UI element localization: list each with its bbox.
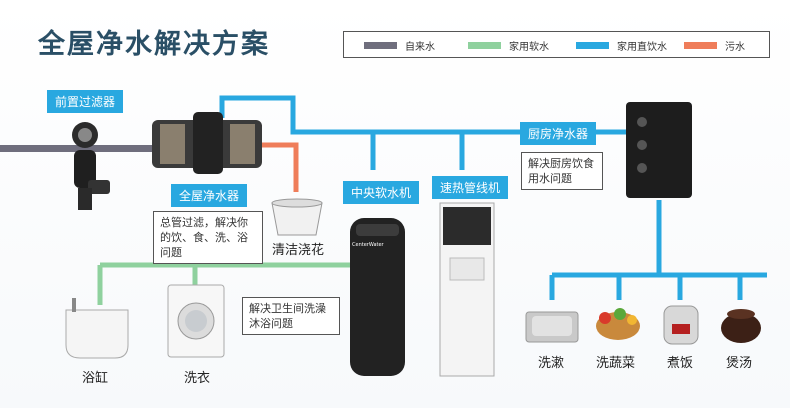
legend: 自来水 家用软水 家用直饮水 污水 — [343, 31, 770, 58]
vegetables-label: 洗蔬菜 — [596, 356, 636, 371]
drinking-water-pipe — [219, 95, 767, 300]
quick-heat-device — [439, 202, 495, 377]
central-softener-label: 中央软水机 — [343, 181, 420, 204]
rinse-label: 洗漱 — [538, 356, 565, 371]
legend-label: 家用直饮水 — [617, 42, 667, 53]
kitchen-purifier-label: 厨房净水器 — [520, 122, 597, 145]
bathtub — [65, 298, 129, 359]
legend-label: 自来水 — [405, 42, 435, 53]
kitchen-purifier-device — [626, 102, 692, 198]
watering-basin — [271, 198, 323, 236]
wastewater-pipe — [262, 142, 299, 192]
page-title: 全屋净水解决方案 — [38, 29, 270, 60]
rice-label: 煮饭 — [667, 356, 694, 371]
pre-filter-device — [72, 122, 110, 210]
quick-heat-label: 速热管线机 — [432, 176, 509, 199]
legend-swatch — [684, 42, 717, 49]
whole-house-purifier-device — [152, 112, 262, 174]
soup-label: 煲汤 — [726, 356, 753, 371]
soft-water-pipe — [97, 262, 368, 305]
legend-item-waste: 污水 — [684, 38, 745, 53]
legend-item-soft: 家用软水 — [468, 38, 549, 53]
washer-label: 洗衣 — [184, 371, 211, 386]
legend-swatch — [364, 42, 397, 49]
vegetable-basket — [596, 308, 640, 340]
legend-item-tap: 自来水 — [364, 38, 435, 53]
legend-swatch — [468, 42, 501, 49]
pre-filter-label: 前置过滤器 — [47, 90, 124, 113]
legend-swatch — [576, 42, 609, 49]
legend-label: 家用软水 — [509, 42, 549, 53]
whole-house-note: 总管过滤，解决你的饮、食、洗、浴问题 — [153, 211, 263, 264]
whole-house-label: 全屋净水器 — [171, 184, 248, 207]
bathtub-label: 浴缸 — [82, 371, 109, 386]
brand-logo: CenterWater — [352, 242, 384, 248]
legend-label: 污水 — [725, 42, 745, 53]
legend-item-drinking: 家用直饮水 — [576, 38, 667, 53]
sink — [525, 311, 579, 343]
clay-pot — [721, 309, 761, 343]
central-softener-device — [350, 218, 405, 376]
kitchen-note: 解决厨房饮食用水问题 — [521, 152, 603, 190]
watering-label: 清洁浇花 — [272, 243, 325, 258]
tap-water-pipe — [0, 145, 160, 152]
bathroom-note: 解决卫生间洗澡沐浴问题 — [242, 297, 340, 335]
rice-cooker — [663, 305, 699, 345]
washing-machine — [167, 284, 225, 358]
